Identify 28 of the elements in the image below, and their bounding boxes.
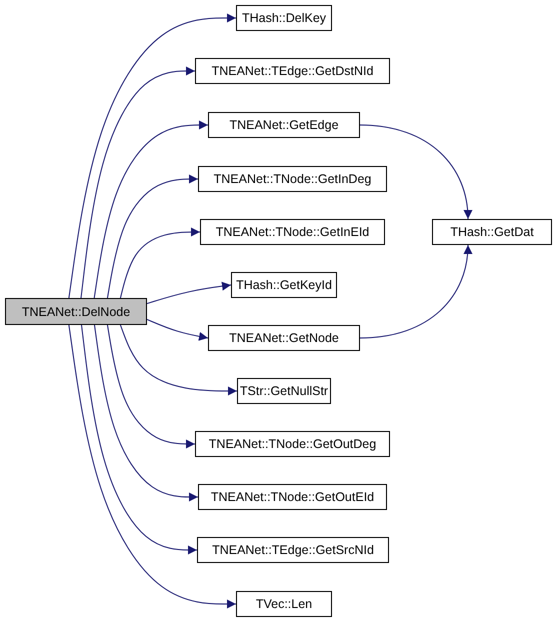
function-box: TNEANet::TNode::GetInDeg bbox=[198, 166, 387, 192]
function-box: THash::GetDat bbox=[432, 219, 552, 245]
function-box: TNEANet::TEdge::GetDstNId bbox=[195, 58, 390, 84]
function-box: TNEANet::TNode::GetInEId bbox=[200, 219, 385, 245]
arrow bbox=[146, 318, 208, 341]
arrow bbox=[106, 174, 198, 298]
function-box: TNEANet::TEdge::GetSrcNId bbox=[197, 537, 389, 563]
arrow bbox=[81, 324, 198, 554]
arrow bbox=[68, 14, 236, 298]
arrow bbox=[120, 228, 200, 298]
function-box: TNEANet::TNode::GetOutDeg bbox=[195, 431, 390, 457]
arrow bbox=[94, 120, 208, 298]
arrow bbox=[146, 282, 232, 304]
function-box: TStr::GetNullStr bbox=[237, 378, 331, 404]
function-box: TNEANet::GetEdge bbox=[208, 112, 360, 138]
function-box: TNEANet::TNode::GetOutEId bbox=[198, 484, 387, 510]
arrow bbox=[120, 324, 238, 396]
arrow bbox=[360, 244, 472, 338]
function-box: TNEANet::DelNode bbox=[5, 298, 147, 325]
arrow bbox=[68, 324, 236, 608]
arrow bbox=[94, 324, 198, 502]
function-box: TNEANet::GetNode bbox=[208, 325, 360, 351]
function-box: THash::GetKeyId bbox=[231, 272, 337, 298]
arrow bbox=[360, 124, 472, 220]
function-box: TVec::Len bbox=[236, 591, 332, 617]
arrow bbox=[80, 66, 196, 298]
function-box: THash::DelKey bbox=[236, 5, 332, 31]
arrow bbox=[106, 324, 196, 448]
